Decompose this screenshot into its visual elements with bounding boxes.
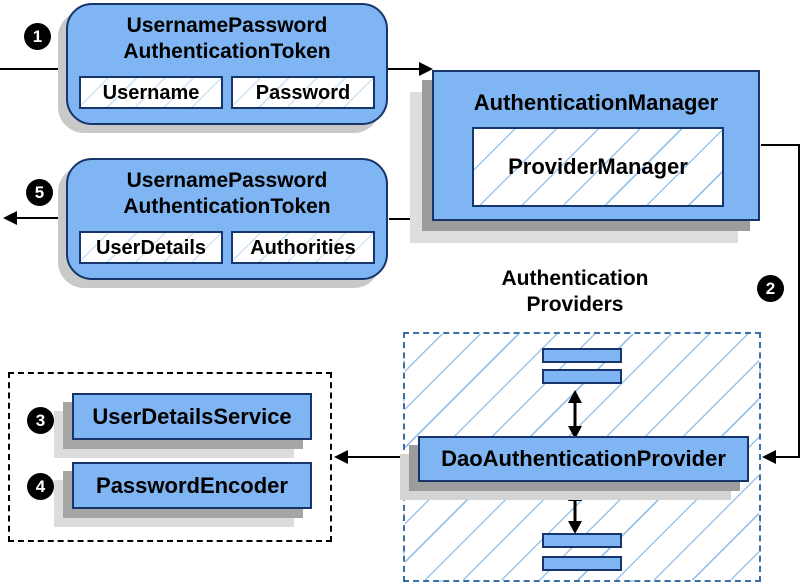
step-badge-4: 4 bbox=[27, 473, 54, 500]
services-container bbox=[8, 372, 332, 542]
providers-heading-line2: Providers bbox=[526, 293, 624, 316]
exchange-arrow-top bbox=[568, 390, 582, 439]
result-token-title-line1: UsernamePassword bbox=[126, 169, 328, 192]
dao-authentication-provider-box: DaoAuthenticationProvider bbox=[418, 436, 749, 482]
authentication-manager-title: AuthenticationManager bbox=[473, 90, 719, 115]
provider-placeholder-bar bbox=[542, 556, 622, 571]
authorities-field-box: Authorities bbox=[231, 231, 375, 264]
step-badge-5: 5 bbox=[26, 179, 53, 206]
password-field-box: Password bbox=[231, 76, 375, 109]
request-token-title-line1: UsernamePassword bbox=[126, 14, 328, 37]
step-badge-3: 3 bbox=[27, 407, 54, 434]
userdetails-field-box: UserDetails bbox=[79, 231, 223, 264]
result-token-box: UsernamePassword AuthenticationToken Use… bbox=[66, 158, 388, 280]
providers-heading-line1: Authentication bbox=[501, 267, 649, 290]
exchange-arrow-bottom bbox=[568, 488, 582, 534]
result-token-fields: UserDetails Authorities bbox=[68, 231, 386, 264]
authentication-manager-box: AuthenticationManager ProviderManager bbox=[432, 70, 760, 221]
username-field-box: Username bbox=[79, 76, 223, 109]
provider-placeholder-bar bbox=[542, 348, 622, 363]
request-token-box: UsernamePassword AuthenticationToken Use… bbox=[66, 3, 388, 125]
provider-manager-box: ProviderManager bbox=[472, 127, 724, 207]
authentication-providers-heading: Authentication Providers bbox=[430, 266, 720, 318]
flow-arrow-step5-response bbox=[3, 211, 68, 225]
step-badge-2: 2 bbox=[757, 275, 784, 302]
request-token-fields: Username Password bbox=[68, 76, 386, 109]
result-token-title-line2: AuthenticationToken bbox=[123, 195, 331, 218]
flow-arrow-step2-delegate bbox=[761, 144, 800, 464]
flow-arrow-provider-to-services bbox=[334, 450, 419, 464]
step-badge-1: 1 bbox=[24, 23, 51, 50]
provider-placeholder-bar bbox=[542, 369, 622, 384]
password-encoder-box: PasswordEncoder bbox=[72, 462, 312, 509]
user-details-service-box: UserDetailsService bbox=[72, 393, 312, 440]
request-token-title-line2: AuthenticationToken bbox=[123, 40, 331, 63]
provider-placeholder-bar bbox=[542, 533, 622, 548]
